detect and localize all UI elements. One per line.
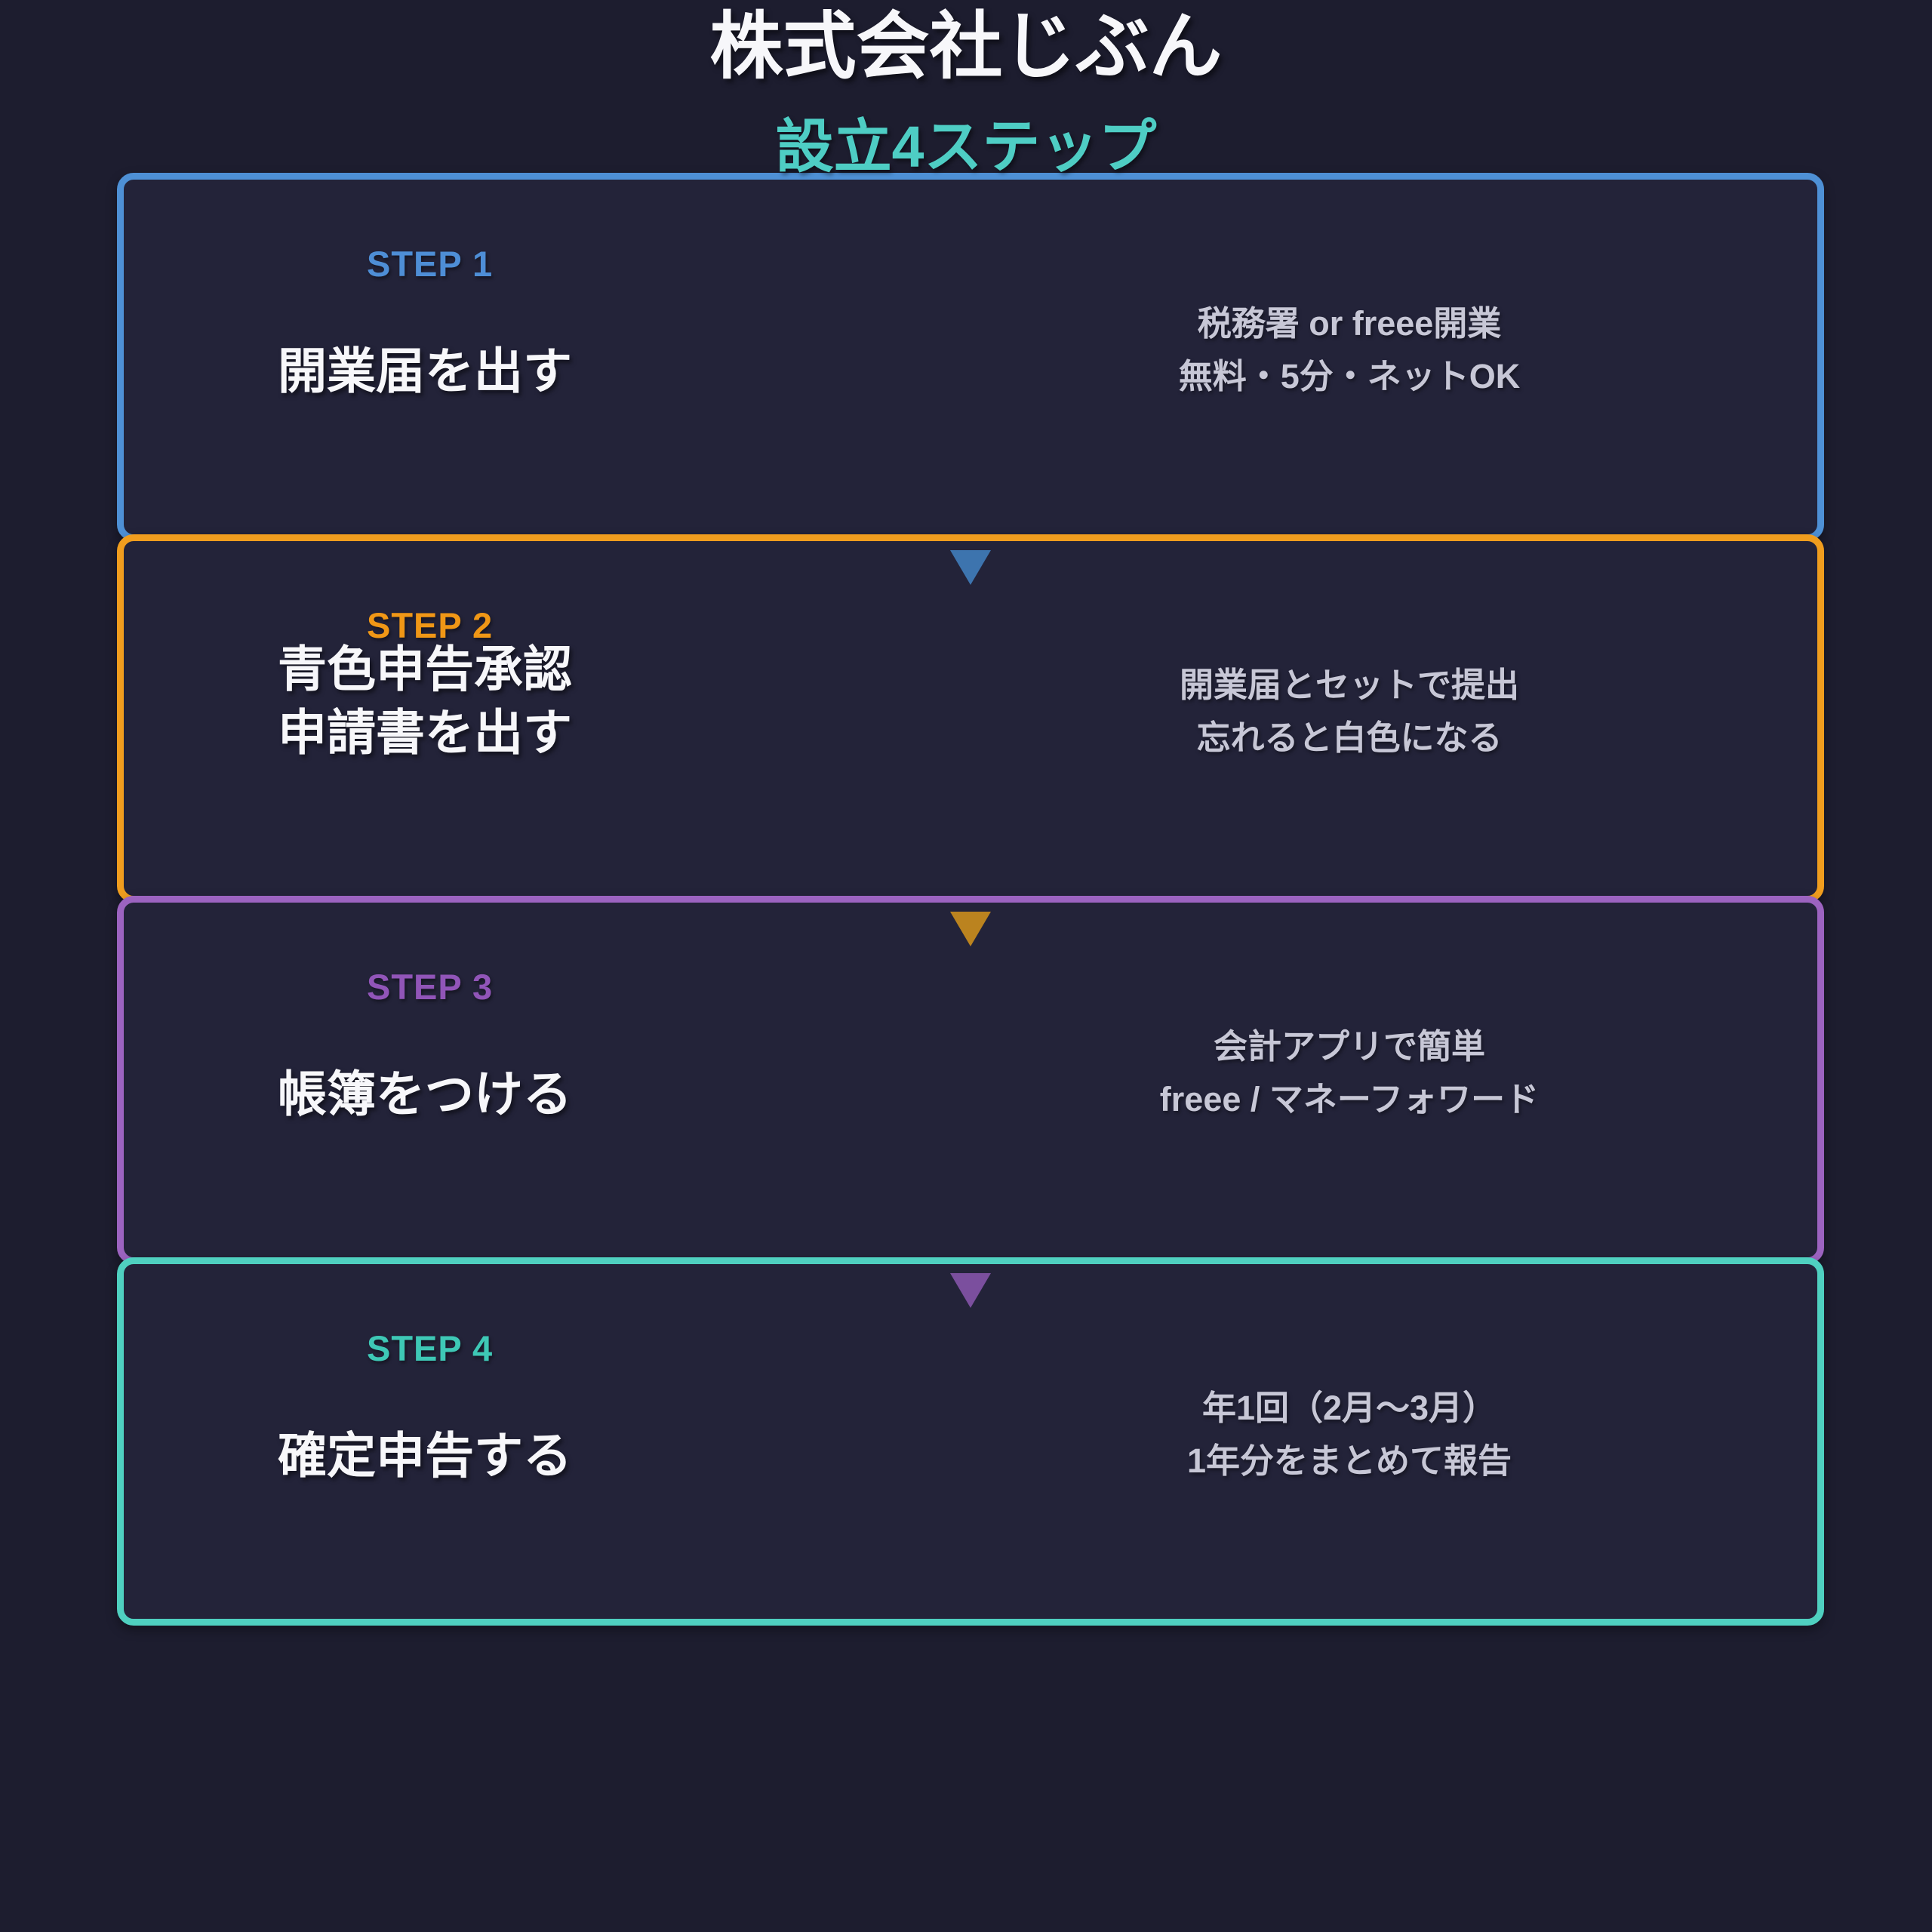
- step-note: 開業届とセットで提出忘れると白色になる: [1179, 666, 1519, 757]
- step-title: 開業届を出す: [278, 343, 573, 398]
- step-label: STEP 4: [367, 1328, 494, 1368]
- steps-stack: STEP 1 開業届を出す 税務署 or freee開業無料・5分・ネットOK …: [117, 173, 1824, 1626]
- step-card: STEP 2 青色申告承認申請書を出す 開業届とセットで提出忘れると白色になる: [117, 534, 1824, 903]
- step-title: 青色申告承認申請書を出す: [278, 641, 573, 760]
- step-note: 年1回（2月〜3月）1年分をまとめて報告: [1186, 1389, 1512, 1480]
- step-card: STEP 1 開業届を出す 税務署 or freee開業無料・5分・ネットOK: [117, 173, 1824, 541]
- step-label: STEP 3: [367, 967, 494, 1007]
- step-card: STEP 4 確定申告する 年1回（2月〜3月）1年分をまとめて報告: [117, 1257, 1824, 1626]
- page-title: 株式会社じぶん: [709, 5, 1223, 88]
- step-title: 確定申告する: [278, 1428, 573, 1483]
- arrow-down-icon: [950, 1273, 991, 1308]
- arrow-down-icon: [950, 912, 991, 946]
- step-title: 帳簿をつける: [278, 1066, 573, 1121]
- step-label: STEP 1: [367, 244, 494, 284]
- page-subtitle: 設立4ステップ: [775, 115, 1157, 180]
- step-note: 税務署 or freee開業無料・5分・ネットOK: [1178, 304, 1521, 395]
- step-label: STEP 2: [367, 605, 494, 645]
- arrow-down-icon: [950, 550, 991, 585]
